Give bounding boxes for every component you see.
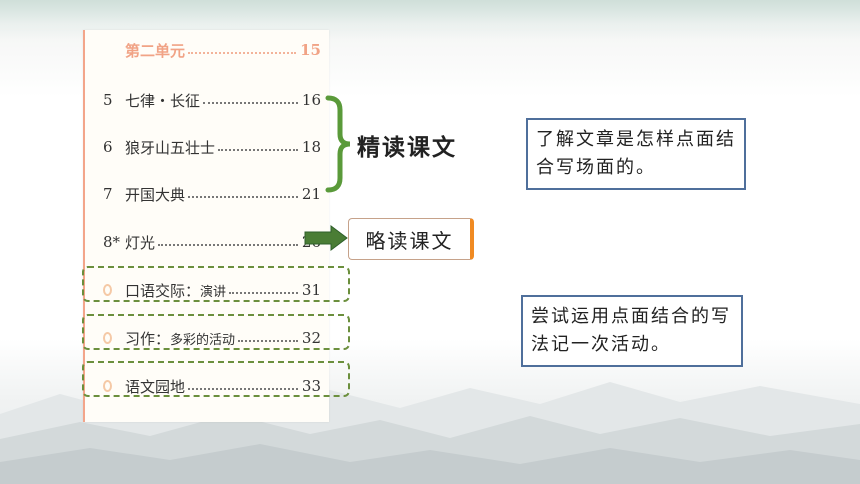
lesson-number: 8* [103,233,121,251]
note-text: 了解文章是怎样点面结合写场面的。 [536,129,736,178]
toc-lesson-row: 5 七律・长征 16 [85,88,329,112]
note-box-goal-1: 了解文章是怎样点面结合写场面的。 [526,118,746,190]
toc-leader-dots [188,196,298,198]
toc-unit-title: 第二单元 [125,41,186,60]
toc-activity-row: 口语交际： 演讲 31 [85,278,329,302]
bullet-icon [103,380,112,392]
intensive-reading-label: 精读课文 [357,134,457,161]
activity-title: 口语交际： [125,281,201,300]
lesson-page: 21 [301,185,321,203]
toc-leader-dots [238,340,298,342]
toc-leader-dots [229,292,298,294]
lesson-title: 七律・长征 [125,91,201,110]
lesson-page: 18 [301,138,321,156]
note-box-goal-2: 尝试运用点面结合的写法记一次活动。 [521,295,743,367]
lesson-title: 开国大典 [125,185,186,204]
toc-leader-dots [188,52,297,54]
highlight-box-writing [82,314,350,350]
activity-subtitle: 多彩的活动 [170,332,236,348]
lesson-number: 5 [103,91,113,109]
activity-page: 31 [301,281,321,299]
highlight-box-garden [82,361,350,397]
activity-page: 32 [301,329,321,347]
activity-title: 习作： [125,329,171,348]
lesson-title: 狼牙山五壮士 [125,138,216,157]
activity-subtitle: 演讲 [200,284,227,300]
toc-lesson-row: 8* 灯光 26 [85,230,329,254]
activity-page: 33 [301,377,321,395]
toc-leader-dots [203,102,298,104]
toc-activity-row: 习作： 多彩的活动 32 [85,326,329,350]
table-of-contents-page: 第二单元 15 5 七律・长征 16 6 狼牙山五壮士 18 7 开国大典 21… [83,30,329,422]
activity-title: 语文园地 [125,377,186,396]
toc-activity-row: 语文园地 33 [85,374,329,398]
toc-leader-dots [188,388,298,390]
lesson-number: 7 [103,185,113,203]
note-text: 尝试运用点面结合的写法记一次活动。 [531,306,731,355]
curly-brace-icon [325,95,351,193]
bullet-icon [103,332,112,344]
toc-unit-page: 15 [300,41,321,59]
highlight-box-oral [82,266,350,302]
arrow-right-icon [304,225,348,251]
toc-leader-dots [218,149,298,151]
toc-lesson-row: 7 开国大典 21 [85,182,329,206]
bullet-icon [103,284,112,296]
lesson-page: 16 [301,91,321,109]
lesson-number: 6 [103,138,113,156]
toc-unit-heading: 第二单元 15 [85,38,329,62]
toc-lesson-row: 6 狼牙山五壮士 18 [85,135,329,159]
toc-leader-dots [158,244,298,246]
skim-reading-label: 略读课文 [348,218,474,260]
lesson-title: 灯光 [125,233,156,252]
